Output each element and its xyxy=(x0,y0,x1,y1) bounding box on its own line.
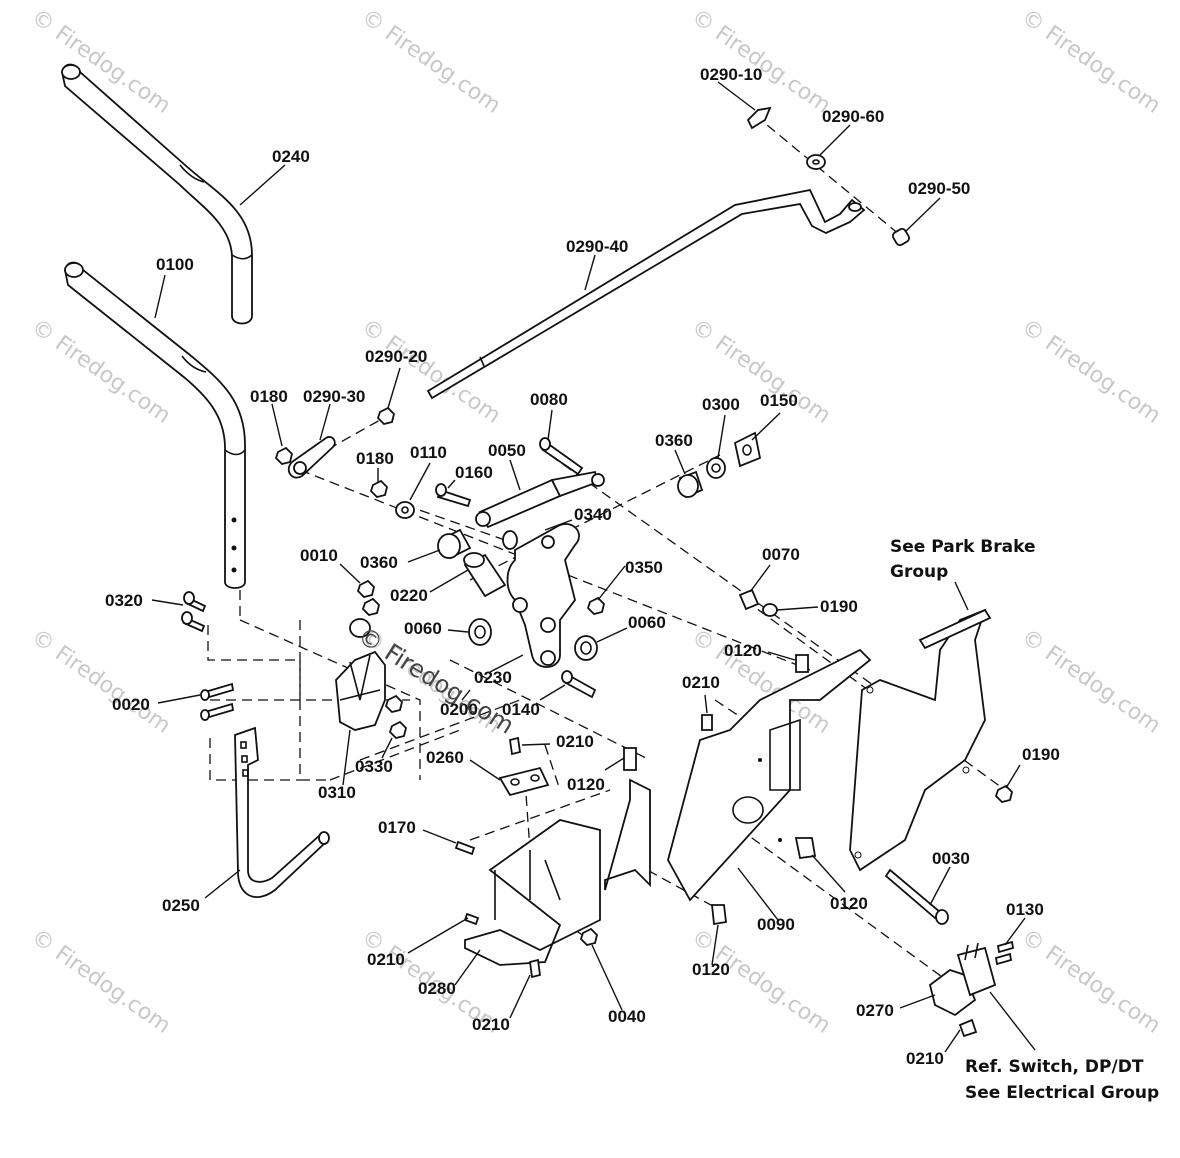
part-label: 0290-60 xyxy=(822,107,884,126)
part-label: 0290-40 xyxy=(566,237,628,256)
switch-note-line2: See Electrical Group xyxy=(965,1083,1159,1103)
part-label: 0060 xyxy=(404,619,442,638)
part-label: 0210 xyxy=(682,673,720,692)
part-label: 0290-10 xyxy=(700,65,762,84)
part-label: 0190 xyxy=(820,597,858,616)
part-label: 0120 xyxy=(567,775,605,794)
part-label: 0050 xyxy=(488,441,526,460)
part-label: 0160 xyxy=(455,463,493,482)
part-label: 0320 xyxy=(105,591,143,610)
part-label: 0150 xyxy=(760,391,798,410)
part-label: 0180 xyxy=(250,387,288,406)
watermark-text: © Firedog.com xyxy=(357,4,505,118)
part-label: 0020 xyxy=(112,695,150,714)
watermark-text: © Firedog.com xyxy=(27,624,175,738)
part-label: 0230 xyxy=(474,668,512,687)
part-label: 0300 xyxy=(702,395,740,414)
part-label: 0330 xyxy=(355,757,393,776)
part-label: 0200 xyxy=(440,700,478,719)
watermark-text: © Firedog.com xyxy=(687,4,835,118)
part-label: 0170 xyxy=(378,818,416,837)
part-label: 0240 xyxy=(272,147,310,166)
watermark-text: © Firedog.com xyxy=(687,924,835,1038)
part-label: 0210 xyxy=(367,950,405,969)
parts-artwork xyxy=(61,63,1015,1038)
watermark-text: © Firedog.com xyxy=(357,314,505,428)
park-brake-note-line2: Group xyxy=(890,562,948,582)
part-label: 0130 xyxy=(1006,900,1044,919)
part-label: 0190 xyxy=(1022,745,1060,764)
part-label: 0120 xyxy=(692,960,730,979)
part-label: 0290-50 xyxy=(908,179,970,198)
watermark-text: © Firedog.com xyxy=(1017,4,1165,118)
part-label: 0110 xyxy=(410,443,447,462)
part-label: 0210 xyxy=(556,732,594,751)
part-number-labels: 0290-10 0290-60 0290-50 0240 0290-40 010… xyxy=(105,65,1060,1068)
watermark-text: © Firedog.com xyxy=(1017,924,1165,1038)
watermark-text: © Firedog.com xyxy=(1017,314,1165,428)
watermark-text: © Firedog.com xyxy=(27,924,175,1038)
part-label: 0060 xyxy=(628,613,666,632)
part-label: 0290-20 xyxy=(365,347,427,366)
part-label: 0100 xyxy=(156,255,194,274)
part-label: 0210 xyxy=(472,1015,510,1034)
part-label: 0140 xyxy=(502,700,540,719)
part-label: 0270 xyxy=(856,1001,894,1020)
switch-note-line1: Ref. Switch, DP/DT xyxy=(965,1057,1144,1077)
reference-notes: See Park Brake Group Ref. Switch, DP/DT … xyxy=(890,537,1159,1103)
part-label: 0360 xyxy=(360,553,398,572)
part-label: 0280 xyxy=(418,979,456,998)
part-label: 0350 xyxy=(625,558,663,577)
part-label: 0090 xyxy=(757,915,795,934)
part-label: 0010 xyxy=(300,546,338,565)
part-label: 0120 xyxy=(724,641,762,660)
part-label: 0120 xyxy=(830,894,868,913)
part-label: 0030 xyxy=(932,849,970,868)
part-label: 0040 xyxy=(608,1007,646,1026)
leader-lines xyxy=(151,81,1036,1053)
part-label: 0260 xyxy=(426,748,464,767)
part-label: 0310 xyxy=(318,783,356,802)
part-label: 0070 xyxy=(762,545,800,564)
part-label: 0180 xyxy=(356,449,394,468)
park-brake-note-line1: See Park Brake xyxy=(890,537,1036,557)
watermark-text: © Firedog.com xyxy=(1017,624,1165,738)
part-label: 0220 xyxy=(390,586,428,605)
part-label: 0250 xyxy=(162,896,200,915)
part-label: 0340 xyxy=(574,505,612,524)
part-label: 0210 xyxy=(906,1049,944,1068)
part-label: 0290-30 xyxy=(303,387,365,406)
part-label: 0080 xyxy=(530,390,568,409)
part-label: 0360 xyxy=(655,431,693,450)
